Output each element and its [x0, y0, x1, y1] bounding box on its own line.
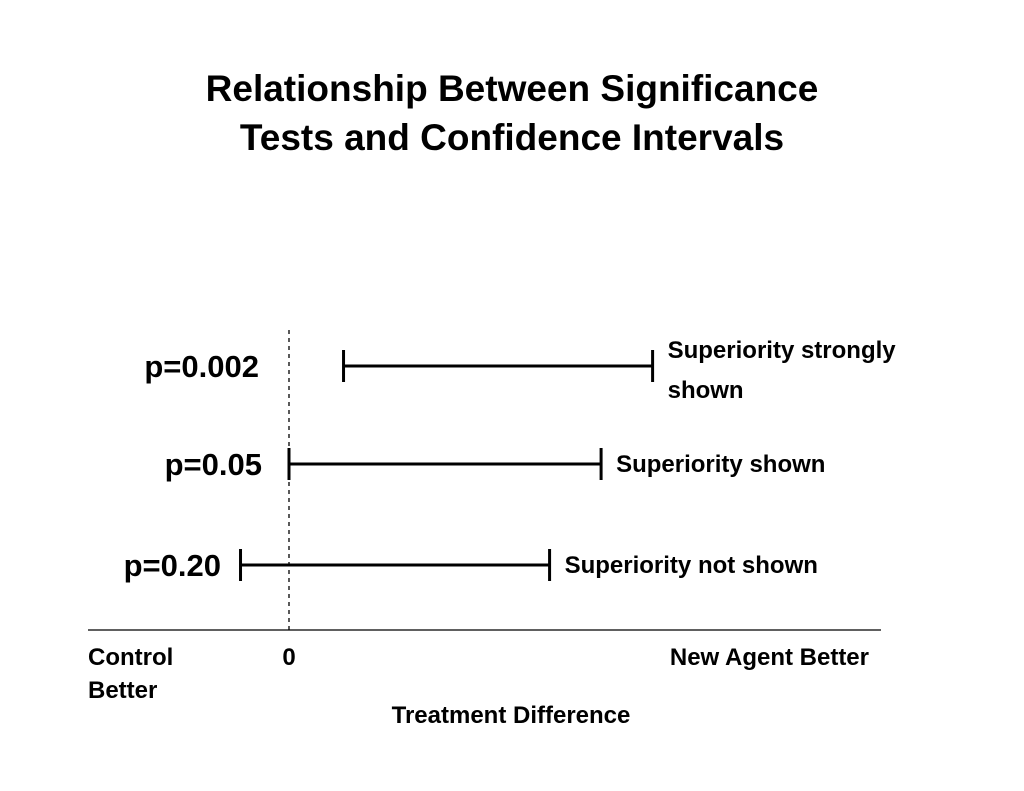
interval-annotation: Superiority not shown — [565, 552, 818, 579]
axis-left-label-line-2: Better — [88, 677, 157, 704]
interval-annotation-line-2: shown — [668, 377, 744, 404]
slide-title: Relationship Between Significance Tests … — [0, 64, 1024, 162]
title-line-1: Relationship Between Significance — [205, 68, 819, 109]
title-line-2: Tests and Confidence Intervals — [239, 117, 785, 158]
interval-annotation: Superiority strongly — [668, 337, 897, 364]
axis-right-label: New Agent Better — [670, 644, 869, 671]
p-value-label: p=0.20 — [124, 548, 221, 583]
axis-left-label-line-1: Control — [88, 644, 173, 671]
p-value-label: p=0.05 — [165, 447, 262, 482]
x-axis-title: Treatment Difference — [392, 702, 631, 729]
p-value-label: p=0.002 — [144, 349, 259, 384]
interval-annotation: Superiority shown — [616, 451, 825, 478]
axis-zero-label: 0 — [282, 644, 295, 671]
